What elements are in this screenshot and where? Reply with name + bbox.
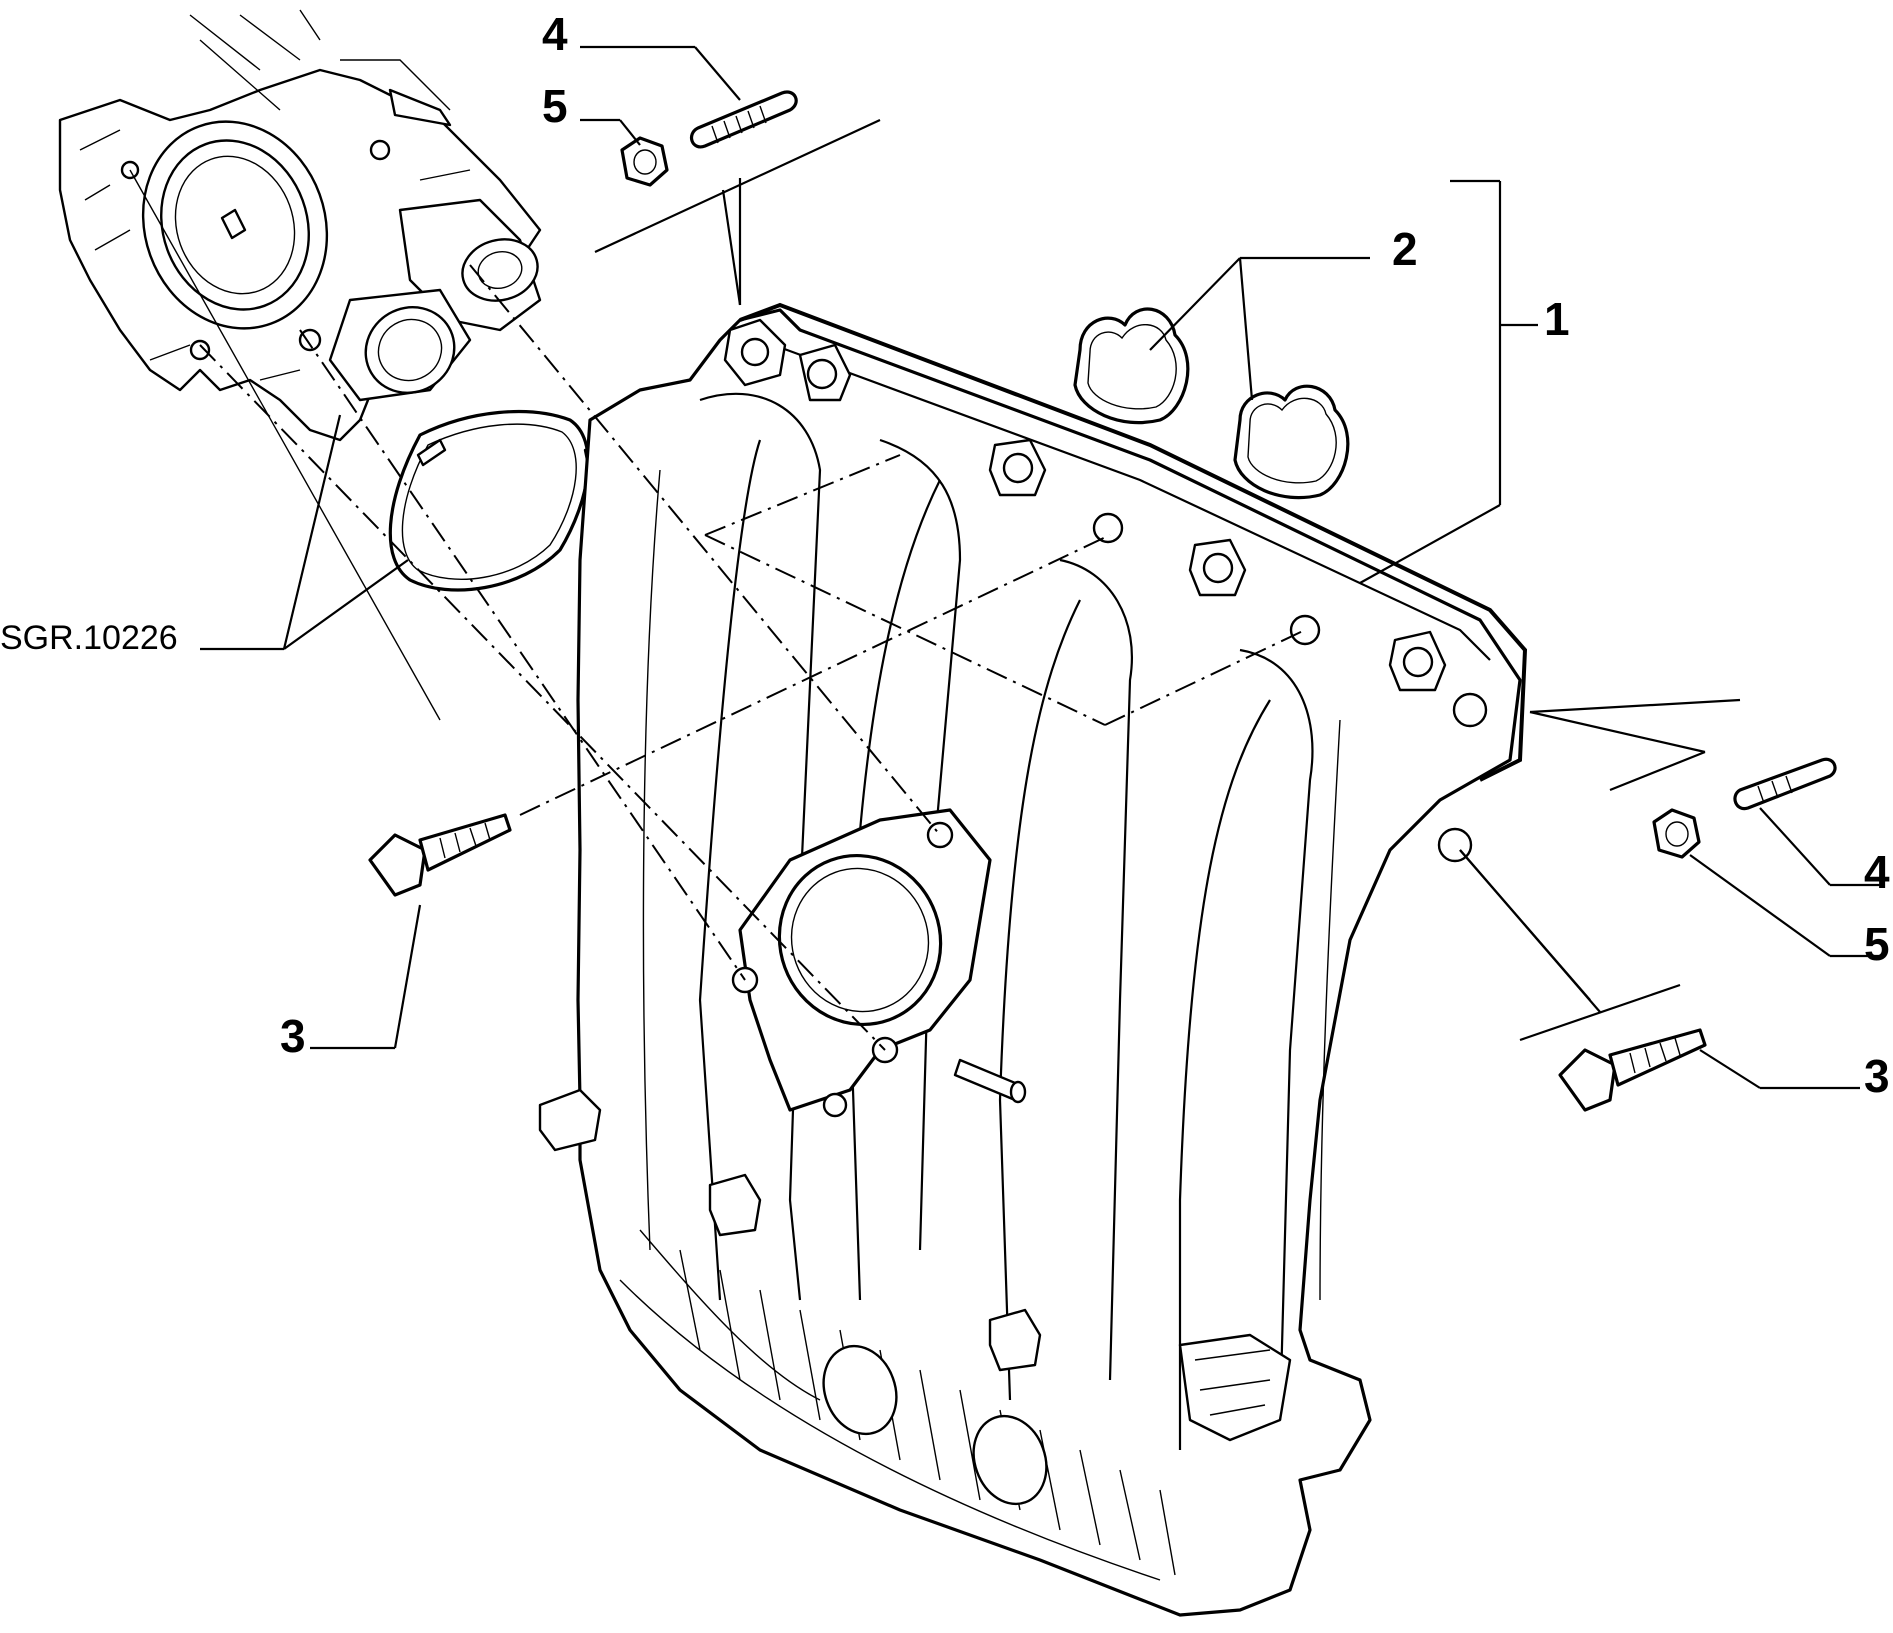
throttle-mounting-flange: [731, 808, 1027, 1118]
alignment-lines: [129, 169, 1306, 1051]
throttle-body-gasket: [388, 409, 604, 592]
callout-gaskets: 2: [1392, 223, 1418, 275]
flange-bolt-holes: [723, 318, 1488, 863]
stud-right: [1733, 757, 1837, 811]
intake-manifold: [538, 302, 1528, 1617]
callout-bolt-left: 3: [280, 1010, 306, 1062]
callout-stud-right: 4: [1864, 846, 1890, 898]
throttle-body-assembly: [58, 9, 542, 442]
nut-right: [1652, 808, 1701, 859]
callout-nut-top: 5: [542, 80, 568, 132]
reference-leader: [200, 414, 409, 651]
bolt-left: [368, 813, 512, 897]
callout-nut-right: 5: [1864, 918, 1890, 970]
callout-manifold: 1: [1544, 293, 1570, 345]
callout-stud-top: 4: [542, 8, 568, 60]
manifold-gaskets: [1073, 307, 1350, 500]
callout-bolt-right: 3: [1864, 1050, 1890, 1102]
manifold-runners: [642, 392, 1341, 1450]
sensor-connectors: [538, 1088, 1292, 1442]
plenum-ribs: [619, 1229, 1176, 1581]
leader-lines: [310, 45, 1880, 1090]
stud-top: [689, 90, 798, 149]
reference-code: SGR.10226: [0, 619, 178, 657]
bolt-right: [1558, 1028, 1707, 1112]
nut-top: [620, 136, 669, 187]
